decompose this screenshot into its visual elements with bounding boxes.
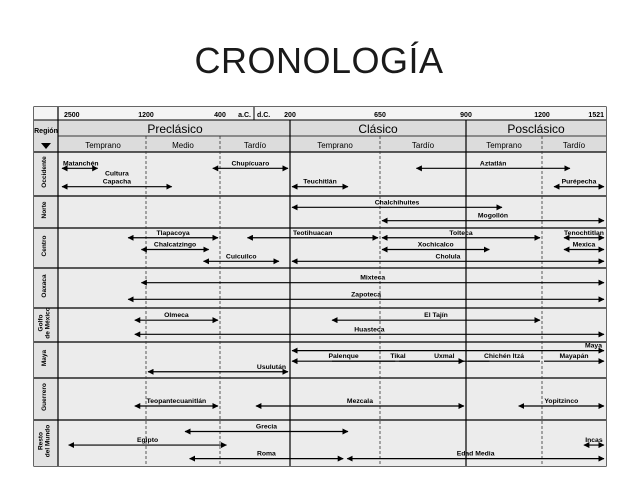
timeline-label: Cholula — [436, 253, 461, 260]
timeline-label: Tenochtitlan — [564, 230, 604, 237]
time-tick-label: 900 — [460, 112, 472, 119]
timeline-label: Matanchén — [63, 160, 99, 167]
slide-title: CRONOLOGÍA — [194, 40, 444, 81]
timeline-label: Maya — [585, 343, 602, 350]
timeline-label: Mayapán — [559, 353, 588, 360]
period-label: Clásico — [358, 122, 398, 136]
region-label: Resto — [38, 432, 45, 450]
timeline-label: Usulután — [257, 364, 286, 371]
timeline-label: Chalchihuites — [375, 199, 420, 206]
timeline-label: Tikal — [390, 353, 405, 360]
time-tick-label: 1200 — [534, 112, 550, 119]
time-tick-label: 1521 — [588, 112, 604, 119]
timeline-label: Mezcala — [347, 398, 373, 405]
timeline-label: Capacha — [103, 179, 132, 186]
timeline-label: Edad Media — [457, 451, 495, 458]
timeline-label: Uxmal — [434, 353, 455, 360]
time-tick-label: a.C. — [238, 112, 251, 119]
subperiod-label: Tardío — [244, 141, 267, 150]
chart-body-bg — [58, 152, 606, 466]
region-label: Golfo — [38, 314, 45, 331]
timeline-label: El Tajín — [424, 312, 448, 319]
timeline-label: Teuchitlán — [303, 179, 336, 186]
time-tick-label: 400 — [214, 112, 226, 119]
timeline-label: Huasteca — [354, 326, 384, 333]
subperiod-label: Tardío — [412, 141, 435, 150]
subperiod-label: Temprano — [317, 141, 353, 150]
timeline-label: Teopantecuanitlán — [147, 398, 207, 405]
timeline-label: Roma — [257, 451, 276, 458]
timeline-label: Cultura — [105, 171, 129, 178]
timeline-label: Tolteca — [449, 230, 473, 237]
time-tick-label: 1200 — [138, 112, 154, 119]
timeline-label: Chichén Itzá — [484, 353, 524, 360]
subperiod-label: Temprano — [85, 141, 121, 150]
timeline-label: Purépecha — [562, 179, 597, 186]
region-label: Norte — [41, 201, 48, 218]
timeline-label: Mogollón — [478, 213, 508, 220]
timeline-label: Aztatlán — [480, 160, 506, 167]
timeline-label: Tlapacoya — [156, 230, 189, 237]
corner-label: Región — [34, 128, 58, 135]
period-label: Posclásico — [507, 122, 565, 136]
timeline-label: Teotihuacan — [293, 230, 333, 237]
timeline-label: Chalcatzingo — [154, 242, 196, 249]
time-tick-label: 200 — [284, 112, 296, 119]
timeline-label: Incas — [585, 437, 603, 444]
timeline-label: Olmeca — [164, 312, 189, 319]
timeline-label: Zapoteca — [351, 291, 381, 298]
timeline-label: Yopitzinco — [544, 398, 578, 405]
timeline-label: Cuicuilco — [226, 253, 257, 260]
timeline-label: Xochicalco — [418, 242, 454, 249]
subperiod-label: Temprano — [486, 141, 522, 150]
timeline-label: Mixteca — [360, 275, 385, 282]
down-triangle-icon — [41, 143, 51, 149]
timeline-label: Chupícuaro — [231, 160, 269, 167]
region-label: Oaxaca — [41, 274, 48, 298]
region-label: Centro — [41, 236, 48, 257]
timeline-label: Palenque — [328, 353, 358, 360]
time-tick-label: d.C. — [257, 112, 270, 119]
subperiod-label: Medio — [172, 141, 194, 150]
region-col-bg — [34, 152, 58, 466]
region-label: Occidente — [41, 156, 48, 188]
region-label: de México — [45, 307, 52, 338]
subperiod-label: Tardío — [563, 141, 586, 150]
timeline-label: Egipto — [137, 437, 158, 444]
region-label: Maya — [41, 349, 48, 366]
ticks-bg — [34, 107, 606, 120]
period-label: Preclásico — [147, 122, 203, 136]
timeline-label: Mexica — [573, 242, 596, 249]
timeline-label: Grecia — [256, 424, 277, 431]
time-tick-label: 650 — [374, 112, 386, 119]
region-label: del Mundo — [45, 425, 52, 458]
region-label: Guerrero — [41, 383, 48, 411]
time-tick-label: 2500 — [64, 112, 80, 119]
